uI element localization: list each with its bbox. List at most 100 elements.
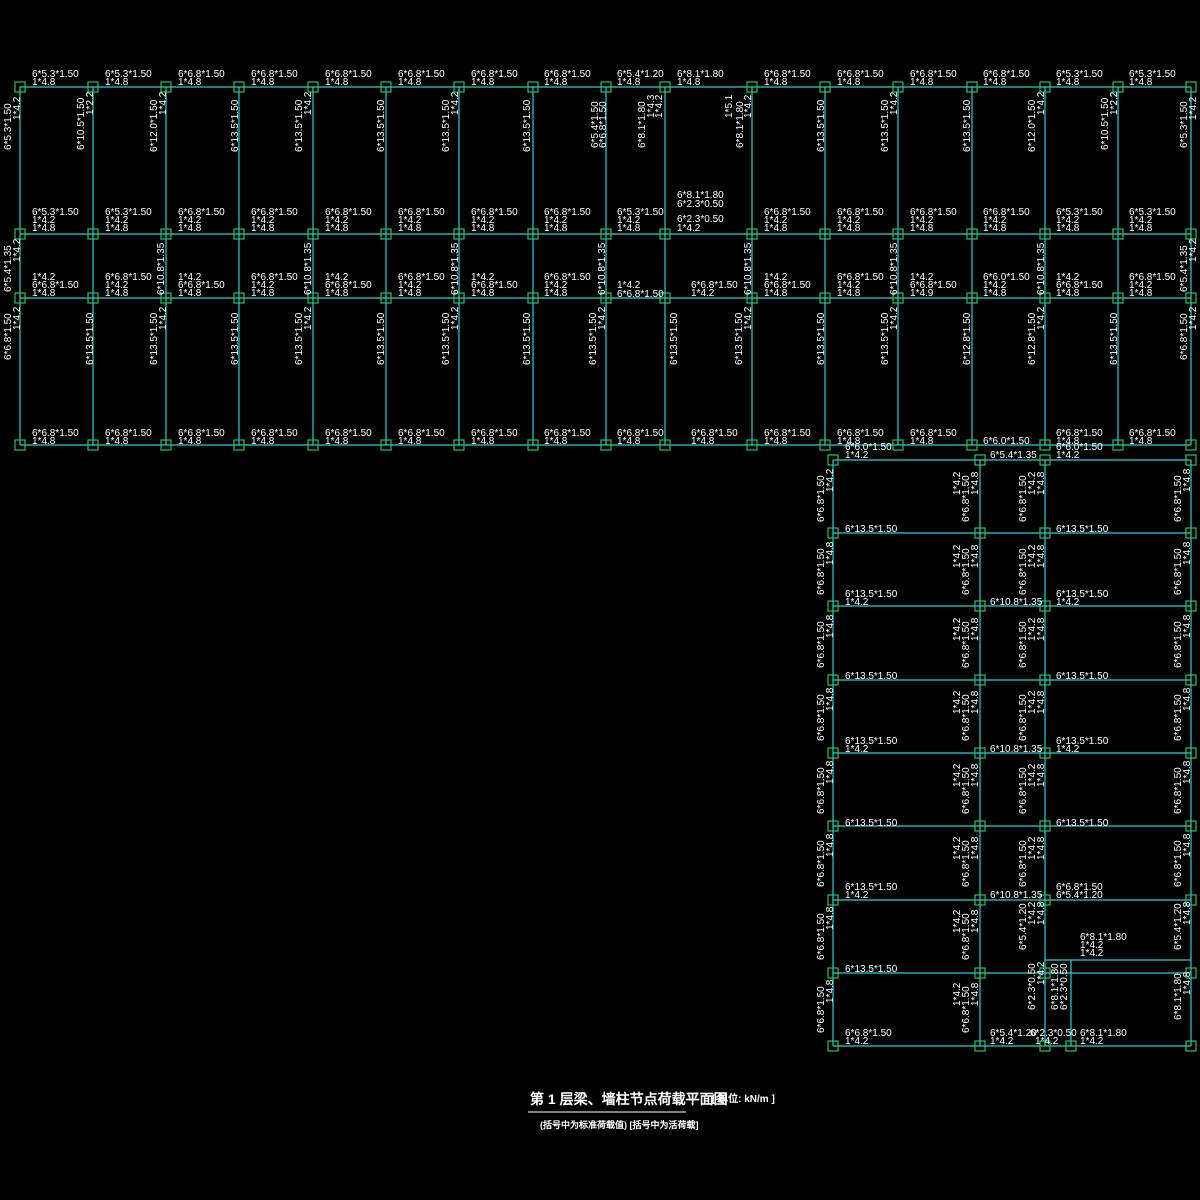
load-label: 6*13.5*1.50 xyxy=(669,312,680,365)
load-label: 1*4.2 xyxy=(325,215,349,226)
column-node xyxy=(160,228,172,240)
load-label: 6*13.5*1.50 xyxy=(816,99,827,152)
load-label: 1*4.2 xyxy=(158,91,169,115)
load-label: 1*4.8 xyxy=(1182,833,1193,857)
load-label: 1*4.2 xyxy=(691,288,715,299)
load-label: 1*4.8 xyxy=(178,223,202,234)
column-node xyxy=(974,747,986,759)
load-label: 1*4.2 xyxy=(12,96,23,120)
load-label: 1*4.8 xyxy=(105,77,129,88)
column-node xyxy=(1039,292,1051,304)
load-label: 1*4.2 xyxy=(32,272,56,283)
load-labels: 6*5.3*1.501*4.86*5.3*1.501*4.86*6.8*1.50… xyxy=(3,69,1199,1047)
load-label: 6*13.5*1.50 xyxy=(845,818,898,829)
column-node xyxy=(1185,967,1197,979)
load-label: 6*6.8*1.50 xyxy=(544,69,591,80)
load-label: 6*6.8*1.50 xyxy=(3,313,14,360)
load-label: 1*4.2 xyxy=(450,91,461,115)
load-label: 6*6.8*1.50 xyxy=(617,289,664,300)
load-label: 1*4.8 xyxy=(825,541,836,565)
load-label: 6*6.8*1.50 xyxy=(961,475,972,522)
load-label: 1*4.2 xyxy=(743,306,754,330)
load-label: 1*4.2 xyxy=(1036,306,1047,330)
load-label: 1*4.2 xyxy=(952,544,963,568)
load-label: 1*4.8 xyxy=(1182,541,1193,565)
column-node xyxy=(1185,674,1197,686)
load-label: 1*4.2 xyxy=(1056,272,1080,283)
column-node xyxy=(1039,228,1051,240)
load-label: 6*5.3*1.50 xyxy=(617,207,664,218)
load-label: 6*6.8*1.50 xyxy=(325,428,372,439)
load-label: 6*13.5*1.50 xyxy=(588,312,599,365)
column-node xyxy=(1039,674,1051,686)
load-label: 6*6.8*1.50 xyxy=(1056,280,1103,291)
load-label: 6*6.8*1.50 xyxy=(544,272,591,283)
load-label: 1*4.8 xyxy=(544,436,568,447)
load-label: 6*6.8*1.50 xyxy=(325,280,372,291)
load-label: 1*4.2 xyxy=(889,306,900,330)
load-label: 1*4.2 xyxy=(544,215,568,226)
load-label: 6*6.8*1.50 xyxy=(961,621,972,668)
load-label: 6*6.8*1.50 xyxy=(1018,694,1029,741)
column-node xyxy=(974,454,986,466)
load-label: 1*4.2 xyxy=(1188,306,1199,330)
column-node xyxy=(827,527,839,539)
load-label: 1*4.2 xyxy=(544,280,568,291)
column-node xyxy=(14,228,26,240)
load-label: 1*4.2 xyxy=(845,450,869,461)
load-label: 6*13.5*1.50 xyxy=(816,312,827,365)
column-node xyxy=(87,439,99,451)
load-label: 6*6.8*1.50 xyxy=(1018,548,1029,595)
column-node xyxy=(307,228,319,240)
load-label: 6*6.8*1.50 xyxy=(845,1028,892,1039)
load-label: 1*4.8 xyxy=(1182,687,1193,711)
column-node xyxy=(600,292,612,304)
column-node xyxy=(974,820,986,832)
load-label: 6*6.8*1.50 xyxy=(1129,272,1176,283)
column-node xyxy=(1185,439,1197,451)
load-label: 1*4.8 xyxy=(251,77,275,88)
load-label: 6*6.8*1.50 xyxy=(816,694,827,741)
load-label: 1*4.2 xyxy=(837,215,861,226)
load-label: 6*5.4*1.20 xyxy=(617,69,664,80)
load-label: 1*4.8 xyxy=(1036,690,1047,714)
column-node xyxy=(160,292,172,304)
column-node xyxy=(14,81,26,93)
load-label: 1*4.2 xyxy=(303,91,314,115)
load-label: 6*10.8*1.35 xyxy=(743,242,754,295)
load-label: 6*6.8*1.50 xyxy=(816,767,827,814)
load-label: 1*4.2 xyxy=(983,280,1007,291)
load-label: 1*4.2 xyxy=(303,306,314,330)
drawing-title: 第 1 层梁、墙柱节点荷载平面图 xyxy=(530,1091,728,1107)
load-label: 1*4.8 xyxy=(970,544,981,568)
load-label: 6*8.1*1.80 xyxy=(735,101,746,148)
load-label: 1*4.8 xyxy=(970,690,981,714)
load-label: 1*4.8 xyxy=(325,77,349,88)
load-label: 1*4.8 xyxy=(970,982,981,1006)
load-label: 6*6.8*1.50 xyxy=(398,207,445,218)
column-node xyxy=(827,747,839,759)
load-label: 1*4.2 xyxy=(178,272,202,283)
load-label: 6*10.8*1.35 xyxy=(1036,242,1047,295)
column-node xyxy=(974,600,986,612)
load-label: 6*6.8*1.50 xyxy=(961,986,972,1033)
load-label: 6*6.8*1.50 xyxy=(816,621,827,668)
column-node xyxy=(827,674,839,686)
load-label: 1*4.8 xyxy=(471,436,495,447)
load-label: 6*12.0*1.50 xyxy=(149,99,160,152)
load-label: 6*5.3*1.50 xyxy=(1179,101,1190,148)
load-label: 1*4.2 xyxy=(617,215,641,226)
load-label: 6*6.8*1.50 xyxy=(910,207,957,218)
load-label: 6*6.8*1.50 xyxy=(961,548,972,595)
column-node xyxy=(974,674,986,686)
load-label: 6*8.1*1.80 xyxy=(677,69,724,80)
column-node xyxy=(827,894,839,906)
load-label: 6*5.3*1.50 xyxy=(105,207,152,218)
load-label: 6*8.1*1.80 xyxy=(637,101,648,148)
load-label: 6*5.3*1.50 xyxy=(1129,69,1176,80)
load-label: 1*4.8 xyxy=(1129,77,1153,88)
load-label: 1*4.2 xyxy=(764,215,788,226)
drawing-subtitle: (括号中为标准荷载值) [括号中为活荷载] xyxy=(540,1119,699,1130)
